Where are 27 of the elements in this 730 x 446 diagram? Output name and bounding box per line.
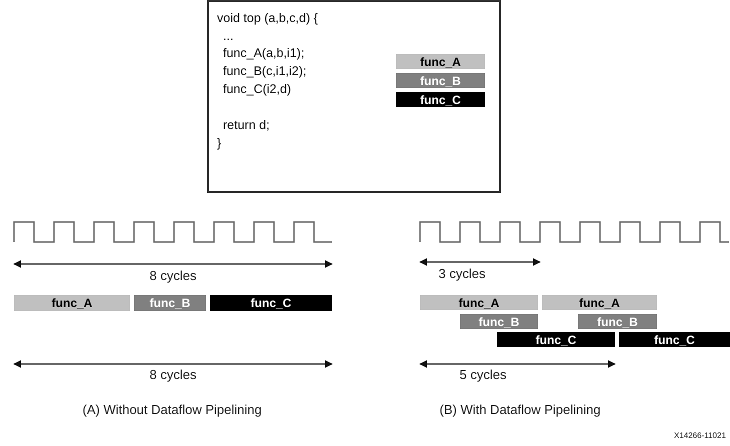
code-line: func_A(a,b,i1); (223, 46, 304, 60)
code-line: ... (223, 29, 234, 43)
dimension-label: 5 cycles (460, 367, 506, 382)
code-line: func_C(i2,d) (223, 82, 292, 96)
dimension-label: 8 cycles (150, 268, 196, 283)
code-line: void top (a,b,c,d) { (217, 11, 318, 25)
dimension-label: 8 cycles (150, 367, 196, 382)
function-bar: func_C (497, 332, 615, 347)
function-bar: func_B (578, 314, 657, 329)
dimension-label: 3 cycles (438, 266, 486, 281)
code-box (207, 0, 501, 193)
function-bar: func_C (210, 295, 332, 311)
code-line: func_B(c,i1,i2); (223, 64, 306, 78)
function-bar: func_A (420, 295, 538, 310)
code-line: return d; (223, 118, 270, 132)
figure-caption: (A) Without Dataflow Pipelining (82, 402, 262, 417)
figure-caption: (B) With Dataflow Pipelining (440, 402, 601, 417)
function-bar: func_A (396, 54, 485, 69)
function-bar: func_A (14, 295, 130, 311)
function-bar: func_B (134, 295, 206, 311)
figure-id: X14266-11021 (674, 431, 726, 440)
code-line: } (217, 136, 222, 150)
function-bar: func_B (460, 314, 538, 329)
function-bar: func_B (396, 73, 485, 88)
function-bar: func_A (542, 295, 657, 310)
function-bar: func_C (619, 332, 730, 347)
function-bar: func_C (396, 92, 485, 107)
